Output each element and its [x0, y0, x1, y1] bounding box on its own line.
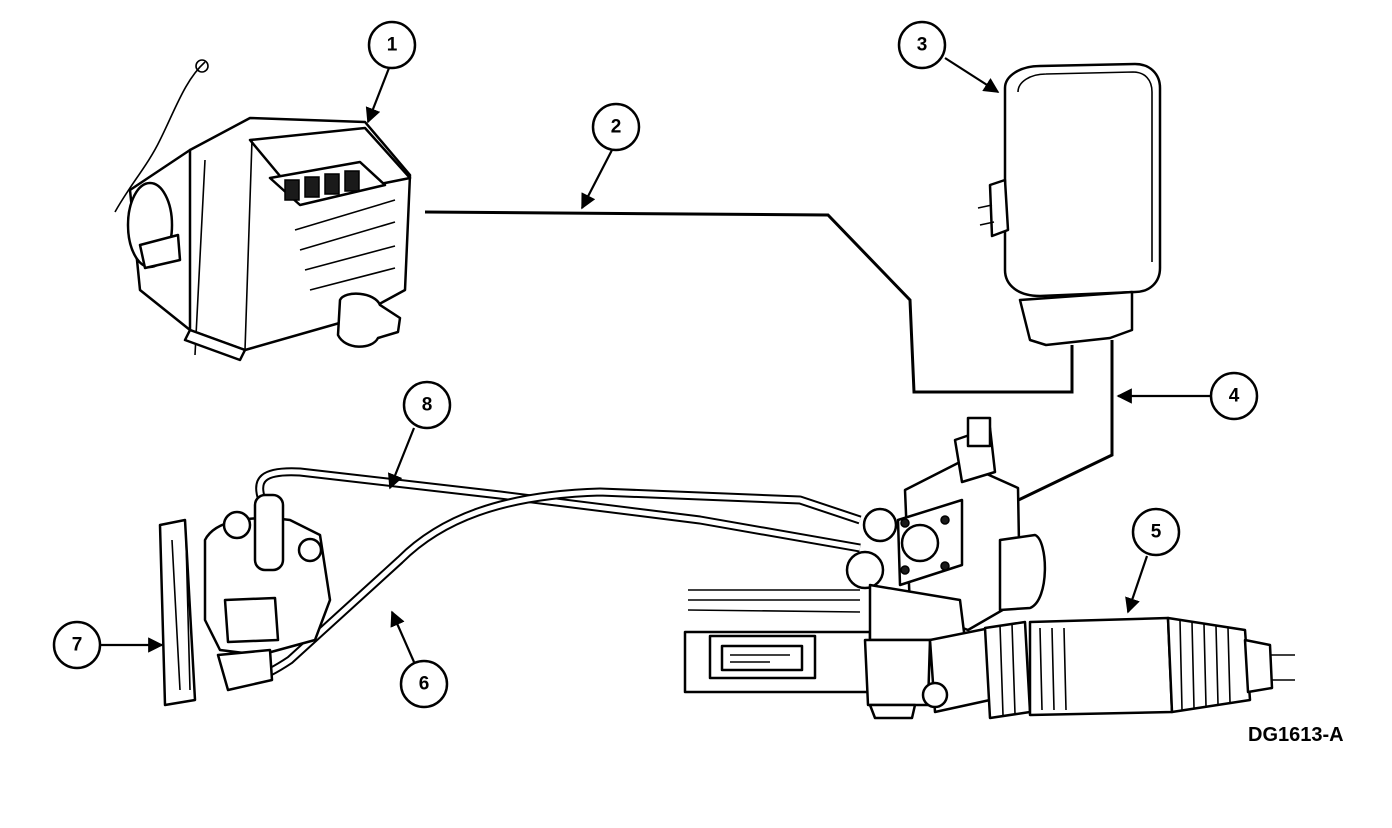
- callout-leaders: [100, 57, 1212, 663]
- figure-id: DG1613-A: [1248, 724, 1344, 746]
- callout-2: 2: [591, 102, 641, 152]
- svg-text:1: 1: [387, 35, 398, 56]
- callout-7: 7: [52, 620, 102, 670]
- callout-5: 5: [1131, 507, 1181, 557]
- svg-text:7: 7: [72, 635, 83, 656]
- svg-text:4: 4: [1229, 386, 1240, 407]
- callout-4: 4: [1209, 371, 1259, 421]
- control-module: [977, 62, 1162, 347]
- svg-text:6: 6: [419, 674, 430, 695]
- svg-text:5: 5: [1151, 522, 1162, 543]
- callout-3: 3: [897, 20, 947, 70]
- callout-1: 1: [367, 20, 417, 70]
- pump-pulley: [158, 518, 197, 707]
- power-steering-pump: [203, 493, 332, 692]
- hydraulic-control-unit: [114, 59, 412, 362]
- sensor-wire: [424, 210, 1074, 394]
- callout-6: 6: [399, 659, 449, 709]
- steering-gear: [683, 416, 1295, 720]
- callout-8: 8: [402, 380, 452, 430]
- svg-text:2: 2: [611, 117, 622, 138]
- svg-text:8: 8: [422, 395, 433, 416]
- svg-text:3: 3: [917, 35, 928, 56]
